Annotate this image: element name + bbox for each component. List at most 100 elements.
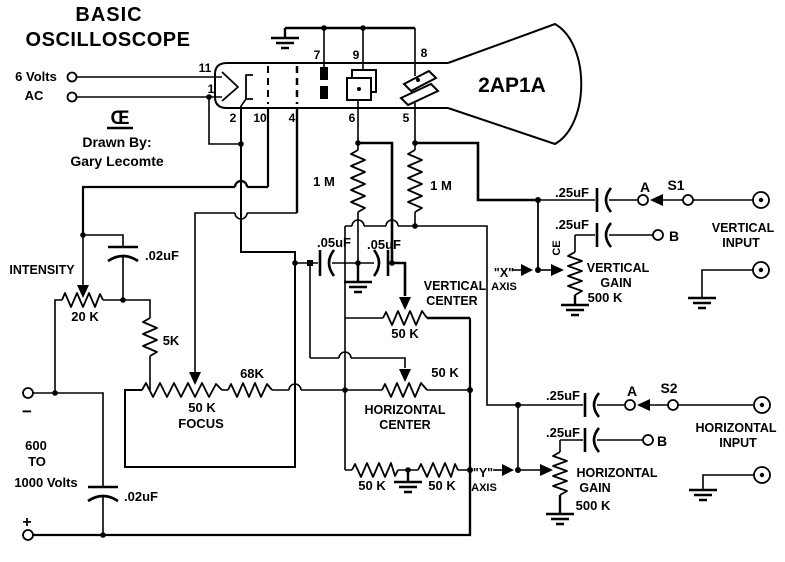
pin-7-label: 7 (314, 48, 321, 62)
vertical-gain-ce: CE (551, 240, 563, 255)
heater-terminal-top (66, 71, 78, 83)
s2-switch-pole (667, 399, 679, 411)
divider-section: 50 K 50 K (345, 462, 473, 494)
author-name: Gary Lecomte (70, 153, 164, 169)
ground-symbol-vjack (688, 296, 716, 310)
ground-symbol-top (271, 28, 299, 50)
focus-pot (141, 382, 223, 398)
divider-right-value: 50 K (428, 478, 456, 493)
s1-label: S1 (667, 177, 684, 193)
vertical-gain-value: 500 K (588, 290, 623, 305)
intensity-section: INTENSITY 20 K .02uF 5K (9, 232, 180, 393)
vertical-center-section: VERTICAL CENTER 50 K (344, 226, 487, 535)
intensity-label: INTENSITY (9, 263, 75, 277)
divider-left-value: 50 K (358, 478, 386, 493)
h-deflection-plate-bottom (399, 82, 440, 107)
s2-cap-b-label: .25uF (546, 425, 580, 440)
s2-cap-a-label: .25uF (546, 388, 580, 403)
pin-5-label: 5 (403, 111, 410, 125)
horizontal-center-section: 50 K HORIZONTAL CENTER (309, 263, 473, 432)
top-ground-rail (271, 25, 416, 143)
anode-bar-bottom (320, 86, 328, 99)
vertical-center-value: 50 K (391, 326, 419, 341)
s2-terminal-b (642, 434, 654, 446)
vertical-center-pot (382, 310, 428, 326)
vertical-gain-pot (567, 251, 583, 296)
cathode (245, 74, 253, 100)
heater-supply: 6 Volts AC (15, 69, 222, 103)
cap-02uf-bottom-label: .02uF (124, 489, 158, 504)
crt-tube: 2AP1A 11 1 2 10 4 6 5 7 9 8 (199, 22, 583, 146)
drawn-by-label: Drawn By: (82, 134, 151, 150)
pin-10-label: 10 (253, 111, 267, 125)
deflection-bias-network: 1 M 1 M .05uF .05uF (292, 140, 583, 406)
s2-terminal-b-label: B (657, 433, 667, 449)
ce-mark: Œ (111, 108, 130, 129)
s2-switch-arm (637, 399, 650, 411)
s1-terminal-b (652, 229, 664, 241)
vertical-gain-label2: GAIN (600, 276, 631, 290)
pin-4-label: 4 (289, 111, 296, 125)
anode-bar-top (320, 67, 328, 80)
divider-resistor-left (351, 462, 399, 478)
horizontal-gain-label1: HORIZONTAL (576, 466, 657, 480)
horizontal-center-label1: HORIZONTAL (364, 403, 445, 417)
ground-symbol-05uf (344, 263, 372, 294)
s2-label: S2 (660, 380, 677, 396)
resistor-1m-right-label: 1 M (430, 178, 452, 193)
pin-1-label: 1 (208, 82, 215, 96)
cap-02uf-top-label: .02uF (145, 248, 179, 263)
plus-label: + (22, 514, 31, 531)
s1-switch-arm (650, 194, 663, 206)
heater-volts-label: 6 Volts (15, 69, 57, 84)
resistor-1m-left (350, 149, 366, 213)
focus-label: FOCUS (178, 416, 224, 431)
resistor-1m-left-label: 1 M (313, 174, 335, 189)
pin-6-label: 6 (349, 111, 356, 125)
ground-symbol-hgain (546, 495, 574, 526)
hv-line2: TO (28, 454, 46, 469)
focus-value: 50 K (188, 400, 216, 415)
horizontal-gain-label2: GAIN (579, 481, 610, 495)
resistor-68k-label: 68K (240, 366, 264, 381)
horizontal-input-label1: HORIZONTAL (695, 421, 776, 435)
heater-filament (221, 71, 239, 102)
s1-terminal-a (637, 194, 649, 206)
horizontal-center-pot (381, 382, 428, 398)
s1-terminal-b-label: B (669, 228, 679, 244)
focus-section: 50 K FOCUS 68K (141, 366, 345, 431)
cap-05uf-right-label: .05uF (367, 237, 401, 252)
vertical-input-label2: INPUT (722, 236, 760, 250)
s1-cap-a-label: .25uF (555, 185, 589, 200)
ground-symbol-hjack (689, 488, 717, 502)
cap-05uf-left-label: .05uF (317, 235, 351, 250)
title-line2: OSCILLOSCOPE (26, 29, 191, 51)
resistor-5k-label: 5K (163, 333, 180, 348)
ground-symbol-divider (394, 470, 422, 494)
vertical-channel-section: "X" AXIS .25uF A S1 .25uF B CE VERTICAL … (491, 177, 775, 317)
title-line1: BASIC (75, 4, 142, 26)
hv-line3: 1000 Volts (14, 475, 77, 490)
pin-8-label: 8 (421, 46, 428, 60)
intensity-pot (61, 292, 104, 308)
plus-terminal (22, 529, 34, 541)
vertical-center-label2: CENTER (426, 294, 477, 308)
vertical-gain-label1: VERTICAL (587, 261, 650, 275)
resistor-5k (142, 317, 158, 357)
hv-line1: 600 (25, 438, 47, 453)
s1-cap-b-label: .25uF (555, 217, 589, 232)
vertical-input-label1: VERTICAL (712, 221, 775, 235)
s1-switch-pole (682, 194, 694, 206)
title-block: BASIC OSCILLOSCOPE Œ Drawn By: Gary Leco… (26, 4, 191, 169)
divider-resistor-right (417, 462, 459, 478)
s1-terminal-a-label: A (640, 179, 650, 195)
x-axis-label: "X" (494, 266, 514, 280)
s2-terminal-a-label: A (627, 383, 637, 399)
vertical-center-label1: VERTICAL (424, 279, 487, 293)
crt-model-label: 2AP1A (478, 74, 546, 97)
intensity-value: 20 K (71, 309, 99, 324)
horizontal-input-label2: INPUT (719, 436, 757, 450)
s2-terminal-a (624, 399, 636, 411)
